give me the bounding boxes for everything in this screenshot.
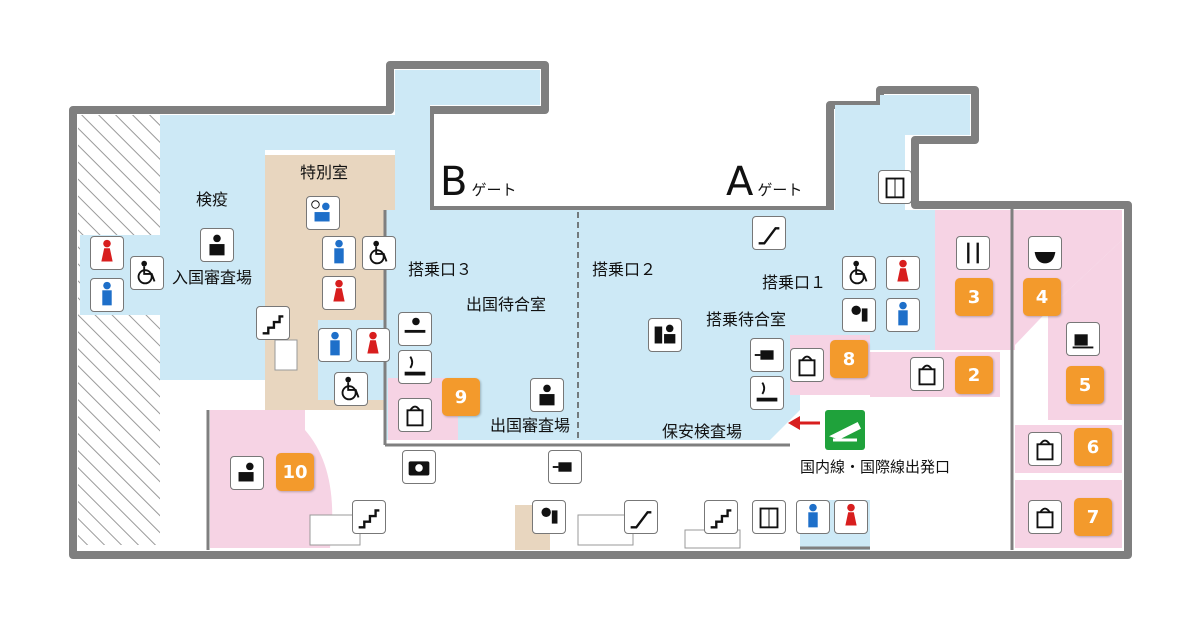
escalator-icon [752, 216, 786, 250]
escalator-icon [624, 500, 658, 534]
hatched-area [78, 115, 160, 545]
gate-b-letter: B [440, 159, 468, 205]
men-restroom-icon [322, 236, 356, 270]
gate-corridor-b [395, 70, 540, 210]
shop-10 [210, 410, 333, 548]
stairs-block-lower-left [309, 514, 361, 546]
women-restroom-icon [356, 328, 390, 362]
label-boarding-1: 搭乗口１ [762, 273, 827, 292]
wheelchair-icon [130, 256, 164, 290]
shop-badge-10[interactable]: 10 [276, 453, 314, 491]
coffee-icon [1066, 322, 1100, 356]
label-immigration-entry: 入国審査場 [172, 268, 253, 287]
label-emigration: 出国審査場 [490, 416, 571, 435]
gate-a-suffix: ゲート [757, 181, 803, 199]
label-boarding-lounge: 搭乗待合室 [706, 310, 787, 329]
shop-badge-4[interactable]: 4 [1023, 278, 1061, 316]
exit-sign [825, 410, 865, 450]
gate-a-letter: A [726, 159, 754, 205]
baby-care-icon [532, 500, 566, 534]
women-restroom-icon [886, 256, 920, 290]
stairs-block-left [274, 339, 298, 371]
smoking-icon [750, 376, 784, 410]
shop-badge-2[interactable]: 2 [955, 356, 993, 394]
shop-badge-3[interactable]: 3 [955, 278, 993, 316]
men-restroom-icon [796, 500, 830, 534]
restaurant-icon [956, 236, 990, 270]
immigration-officer-icon [530, 378, 564, 412]
wheelchair-icon [842, 256, 876, 290]
shopping-icon [1028, 500, 1062, 534]
label-quarantine: 検疫 [196, 190, 229, 209]
power-outlet-icon [548, 450, 582, 484]
desk-icon [398, 312, 432, 346]
stairs-icon [256, 306, 290, 340]
arrivals-hall [160, 115, 395, 380]
shopping-icon [910, 357, 944, 391]
baby-care-icon [842, 298, 876, 332]
label-departure-lounge: 出国待合室 [466, 295, 547, 314]
shop-badge-5[interactable]: 5 [1066, 366, 1104, 404]
shopping-icon [398, 398, 432, 432]
shop-badge-7[interactable]: 7 [1074, 498, 1112, 536]
shop-badge-6[interactable]: 6 [1074, 428, 1112, 466]
shop-badge-9[interactable]: 9 [442, 378, 480, 416]
women-restroom-icon [322, 276, 356, 310]
gate-b-suffix: ゲート [471, 181, 517, 199]
label-domestic-transfer: 国内線・国際線出発口 [800, 458, 951, 476]
men-restroom-icon [886, 298, 920, 332]
women-restroom-icon [90, 236, 124, 270]
women-restroom-icon [834, 500, 868, 534]
direction-arrow [788, 416, 820, 430]
wheelchair-icon [362, 236, 396, 270]
label-boarding-3: 搭乗口３ [408, 260, 473, 279]
men-restroom-icon [90, 278, 124, 312]
stairs-icon [704, 500, 738, 534]
smoking-icon [398, 350, 432, 384]
gate-corridor-a [835, 95, 970, 210]
customs-icon [648, 318, 682, 352]
shopping-icon [790, 348, 824, 382]
shopping-icon [1028, 432, 1062, 466]
waiting-lounge-icon [230, 456, 264, 490]
label-special-room: 特別室 [300, 163, 349, 182]
noodle-cafe-icon [1028, 236, 1062, 270]
elevator-icon [878, 170, 912, 204]
immigration-officer-icon [200, 228, 234, 262]
stairs-icon [352, 500, 386, 534]
shop-badge-8[interactable]: 8 [830, 340, 868, 378]
label-security: 保安検査場 [662, 422, 743, 441]
waiting-lounge-icon [306, 196, 340, 230]
wheelchair-icon [334, 372, 368, 406]
label-boarding-2: 搭乗口２ [592, 260, 657, 279]
men-restroom-icon [318, 328, 352, 362]
power-outlet-icon [750, 338, 784, 372]
camera-icon [402, 450, 436, 484]
elevator-icon [752, 500, 786, 534]
